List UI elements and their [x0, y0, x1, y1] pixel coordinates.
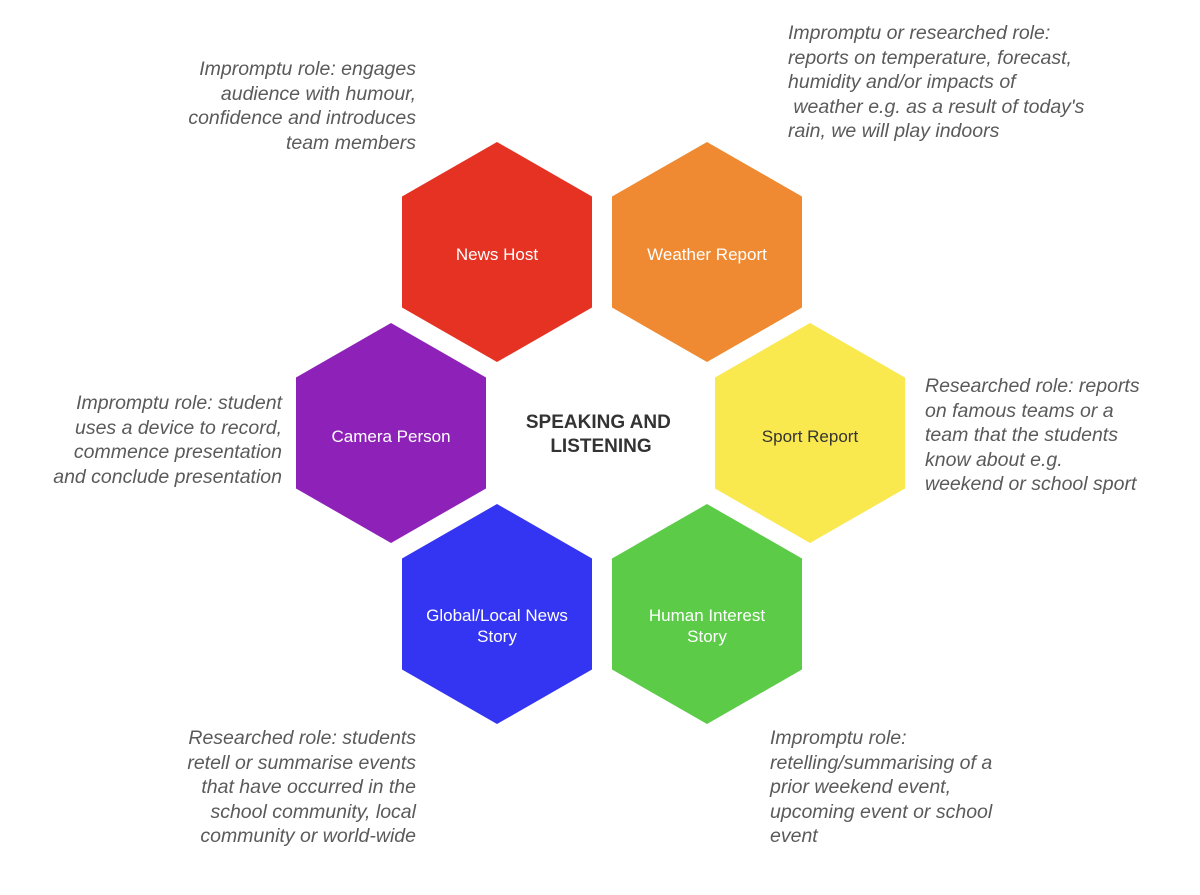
hexagon-camera-person: Camera Person: [296, 323, 486, 543]
center-title-line-1: SPEAKING AND: [526, 412, 671, 433]
description-line: Impromptu role: student: [76, 392, 282, 414]
description-line: retell or summarise events: [187, 751, 416, 774]
center-title-line-2: LISTENING: [550, 436, 651, 457]
hexagon-weather-report-label-line: Weather Report: [647, 245, 767, 264]
description-line: community or world-wide: [200, 825, 416, 847]
description-line: know about e.g.: [925, 448, 1063, 471]
description-camera-person: Impromptu role: student uses a device to…: [53, 391, 282, 489]
hexagon-weather-report: Weather Report: [612, 142, 802, 362]
description-line: commence presentation: [73, 441, 282, 463]
hexagon-weather-report-label: Weather Report: [647, 245, 767, 264]
description-line: Impromptu role:: [770, 727, 907, 749]
description-line: retelling/summarising of a: [770, 751, 993, 774]
description-line: event: [770, 825, 818, 847]
description-line: Researched role: students: [188, 727, 416, 749]
description-line: upcoming event or school: [770, 800, 993, 823]
hexagon-news-host-label: News Host: [456, 245, 538, 264]
description-line: Impromptu role: engages: [199, 58, 416, 80]
description-line: confidence and introduces: [188, 107, 416, 129]
hexagon-sport-report-label-line: Sport Report: [762, 427, 859, 446]
description-line: Impromptu or researched role:: [788, 22, 1051, 44]
description-weather-report: Impromptu or researched role: reports on…: [788, 21, 1084, 144]
description-line: team that the students: [925, 424, 1118, 446]
description-line: on famous teams or a: [925, 399, 1114, 422]
hexagon-camera-person-label-line: Camera Person: [331, 427, 450, 446]
description-human-interest: Impromptu role: retelling/summarising of…: [770, 726, 992, 849]
description-news-host: Impromptu role: engages audience with hu…: [188, 57, 416, 155]
description-line: Researched role: reports: [925, 375, 1140, 397]
hexagon-global-local-news-label-line-1: Global/Local News: [426, 606, 568, 625]
description-line: reports on temperature, forecast,: [788, 46, 1072, 69]
center-title: SPEAKING AND LISTENING: [526, 412, 676, 457]
description-line: rain, we will play indoors: [788, 120, 1000, 142]
description-line: team members: [285, 131, 416, 154]
description-line: humidity and/or impacts of: [788, 71, 1016, 93]
description-line: weekend or school sport: [925, 473, 1137, 495]
description-line: school community, local: [210, 800, 416, 823]
description-line: weather e.g. as a result of today's: [788, 95, 1085, 118]
hexagon-global-local-news-label-line-2: Story: [477, 627, 517, 646]
hexagon-human-interest-label-line-1: Human Interest: [649, 606, 765, 625]
description-line: prior weekend event,: [770, 776, 952, 798]
hexagon-sport-report-label: Sport Report: [762, 427, 859, 446]
hexagon-human-interest-label-line-2: Story: [687, 627, 727, 646]
hexagon-camera-person-label: Camera Person: [331, 427, 450, 446]
description-line: uses a device to record,: [74, 416, 282, 439]
description-line: that have occurred in the: [201, 776, 416, 798]
hexagon-news-host: News Host: [402, 142, 592, 362]
hexagon-news-host-label-line: News Host: [456, 245, 538, 264]
description-sport-report: Researched role: reports on famous teams…: [925, 374, 1140, 497]
hexagon-sport-report: Sport Report: [715, 323, 905, 543]
description-line: audience with humour,: [220, 82, 416, 105]
description-global-local-news: Researched role: students retell or summ…: [187, 726, 416, 849]
description-line: and conclude presentation: [53, 465, 282, 488]
